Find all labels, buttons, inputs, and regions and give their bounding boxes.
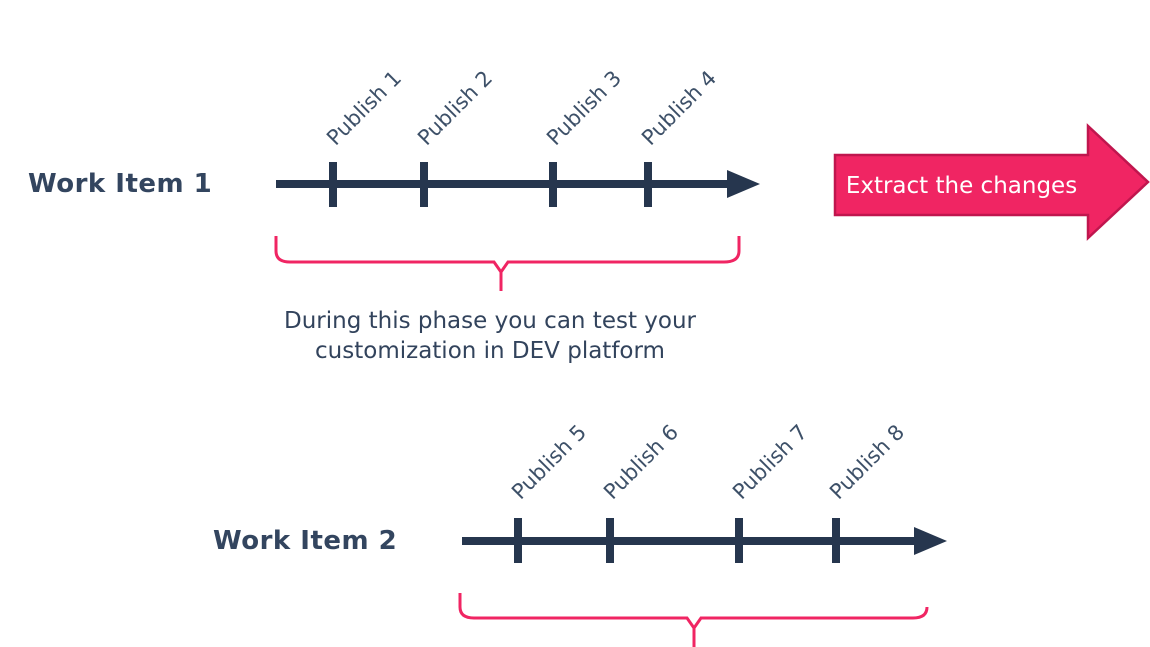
- extract-arrow-shape: [833, 123, 1150, 241]
- bottom-brace: [458, 593, 929, 647]
- publish-4-label: Publish 4: [637, 65, 722, 150]
- top-brace: [274, 236, 741, 291]
- publish-5-label: Publish 5: [507, 419, 592, 504]
- timeline-1-tick-3: [549, 162, 557, 207]
- publish-3-label: Publish 3: [542, 65, 627, 150]
- dev-test-caption: During this phase you can test your cust…: [240, 306, 740, 366]
- dev-test-caption-line2: customization in DEV platform: [315, 338, 665, 364]
- timeline-2-tick-1: [514, 518, 522, 563]
- publish-8-label: Publish 8: [825, 419, 910, 504]
- timeline-1-tick-2: [420, 162, 428, 207]
- work-item-2-label: Work Item 2: [213, 526, 398, 556]
- timeline-1-line: [276, 180, 727, 188]
- timeline-2-tick-4: [832, 518, 840, 563]
- dev-test-caption-line1: During this phase you can test your: [283, 308, 696, 334]
- publish-1-label: Publish 1: [322, 65, 407, 150]
- work-item-1-label: Work Item 1: [28, 169, 213, 199]
- publish-6-label: Publish 6: [599, 419, 684, 504]
- publish-7-label: Publish 7: [728, 419, 813, 504]
- extract-arrow-label: Extract the changes: [845, 172, 1078, 199]
- timeline-1-tick-1: [329, 162, 337, 207]
- publish-2-label: Publish 2: [413, 65, 498, 150]
- timeline-2-arrowhead-icon: [914, 527, 947, 555]
- timeline-2-tick-2: [606, 518, 614, 563]
- timeline-1-arrowhead-icon: [727, 170, 760, 198]
- timeline-1-tick-4: [644, 162, 652, 207]
- timeline-2-line: [462, 537, 914, 545]
- timeline-2-tick-3: [735, 518, 743, 563]
